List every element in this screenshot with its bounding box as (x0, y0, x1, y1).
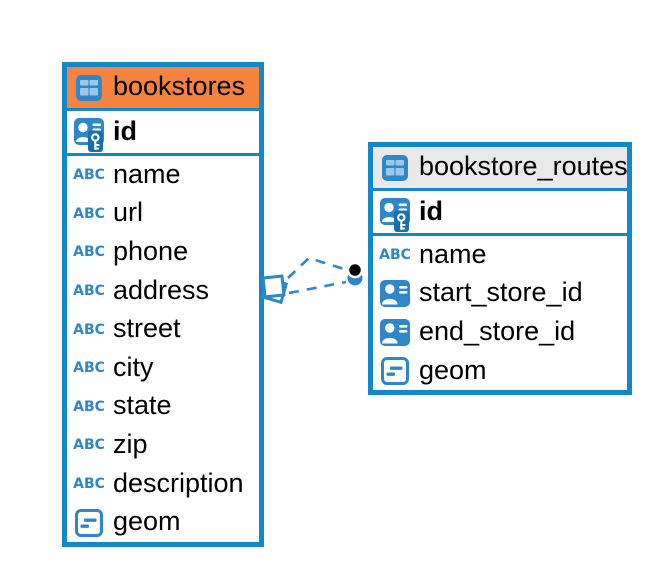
foreign-key-reference-icon (379, 280, 411, 307)
column-name: city (113, 351, 154, 382)
relationship-line-lower (288, 280, 347, 295)
column-name: geom (113, 506, 181, 537)
column-row[interactable]: ABC description (67, 465, 259, 504)
primary-key-row[interactable]: id (67, 111, 259, 156)
column-name: name (113, 158, 181, 189)
column-name: state (113, 390, 172, 421)
column-name: description (113, 467, 244, 498)
foreign-key-reference-icon (379, 319, 411, 346)
column-name: id (419, 195, 443, 226)
table-header-bookstores[interactable]: bookstores (67, 67, 259, 111)
column-row[interactable]: ABC name (373, 236, 627, 275)
text-type-icon: ABC (73, 205, 105, 222)
column-row[interactable]: ABC city (67, 349, 259, 388)
column-row[interactable]: geom (67, 503, 259, 542)
column-row[interactable]: ABC address (67, 272, 259, 311)
table-card-bookstores[interactable]: bookstores id ABC name ABC url ABC phone… (62, 62, 264, 547)
column-row[interactable]: ABC name (67, 156, 259, 195)
table-icon (379, 155, 411, 181)
column-name: end_store_id (419, 315, 576, 346)
text-type-icon: ABC (73, 321, 105, 338)
table-card-bookstore-routes[interactable]: bookstore_routes id ABC name start_store… (368, 142, 632, 395)
text-type-icon: ABC (379, 247, 411, 264)
column-row[interactable]: ABC state (67, 388, 259, 427)
column-name: street (113, 313, 181, 344)
primary-key-icon (73, 112, 105, 152)
column-name: phone (113, 235, 189, 266)
many-end-marker (260, 274, 289, 305)
column-row[interactable]: geom (373, 352, 627, 391)
primary-key-row[interactable]: id (373, 191, 627, 236)
geometry-type-icon (73, 509, 105, 537)
text-type-icon: ABC (73, 283, 105, 300)
column-row[interactable]: end_store_id (373, 313, 627, 352)
column-name: geom (419, 354, 487, 385)
table-icon (73, 75, 105, 101)
relationship-line-upper (287, 256, 348, 279)
table-title: bookstores (113, 71, 246, 101)
column-name: id (113, 115, 137, 146)
column-name: url (113, 197, 144, 228)
text-type-icon: ABC (73, 476, 105, 493)
relationship-edge[interactable] (260, 256, 364, 305)
column-name: start_store_id (419, 277, 583, 308)
text-type-icon: ABC (73, 167, 105, 184)
primary-key-icon (379, 192, 411, 232)
text-type-icon: ABC (73, 437, 105, 454)
column-row[interactable]: ABC url (67, 195, 259, 234)
one-end-marker (346, 261, 364, 286)
column-row[interactable]: ABC phone (67, 233, 259, 272)
text-type-icon: ABC (73, 360, 105, 377)
column-row[interactable]: start_store_id (373, 275, 627, 314)
column-name: zip (113, 428, 148, 459)
column-name: address (113, 274, 210, 305)
column-row[interactable]: ABC zip (67, 426, 259, 465)
text-type-icon: ABC (73, 244, 105, 261)
column-list: ABC name ABC url ABC phone ABC address A… (67, 156, 259, 542)
column-row[interactable]: ABC street (67, 310, 259, 349)
column-name: name (419, 238, 487, 269)
table-header-bookstore-routes[interactable]: bookstore_routes (373, 147, 627, 191)
table-title: bookstore_routes (419, 151, 627, 181)
column-list: ABC name start_store_id end_store_id ge (373, 236, 627, 391)
geometry-type-icon (379, 357, 411, 385)
text-type-icon: ABC (73, 398, 105, 415)
